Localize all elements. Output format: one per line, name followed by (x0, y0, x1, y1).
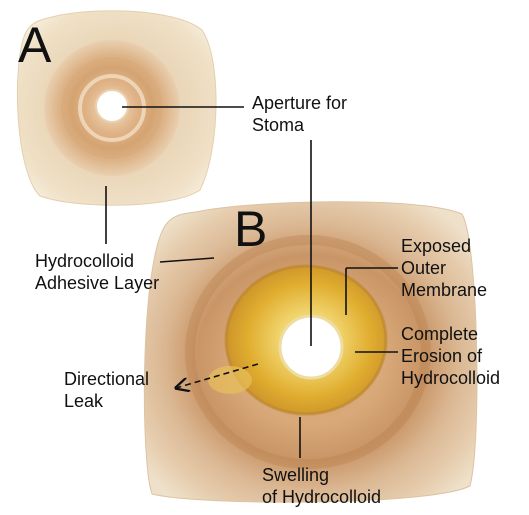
label-hydrocolloid-layer: Hydrocolloid Adhesive Layer (35, 250, 159, 294)
label-complete-erosion: Complete Erosion of Hydrocolloid (401, 323, 500, 389)
panel-b-letter: B (234, 201, 267, 257)
label-directional-leak: Directional Leak (64, 368, 149, 412)
label-exposed-membrane: Exposed Outer Membrane (401, 235, 487, 301)
label-aperture: Aperture for Stoma (252, 92, 347, 136)
panel-a-letter: A (18, 17, 52, 73)
panel-a-aperture (96, 90, 128, 122)
label-swelling: Swelling of Hydrocolloid (262, 464, 381, 508)
panel-a-wafer: A (17, 11, 216, 205)
